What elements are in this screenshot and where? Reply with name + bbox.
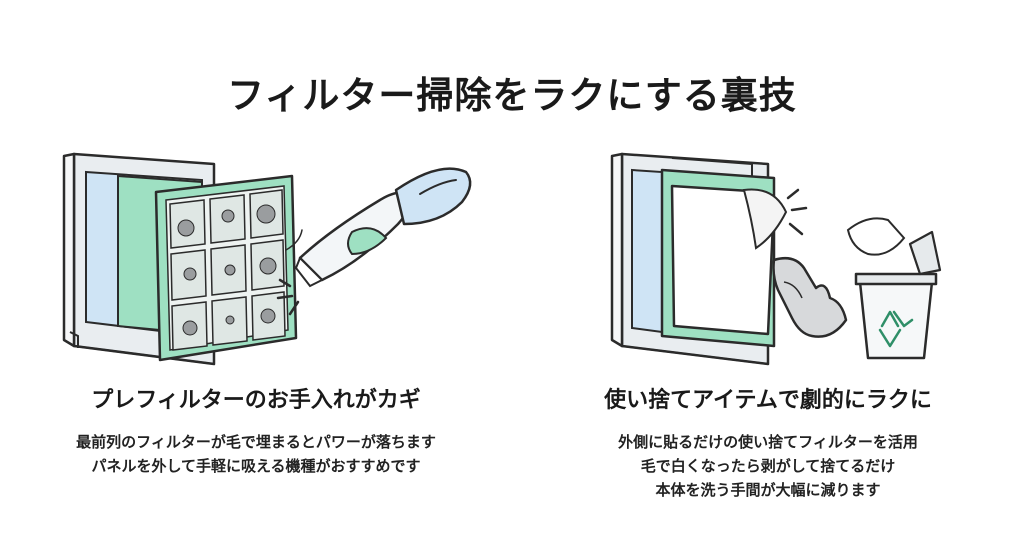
trash-can-icon [854, 230, 942, 360]
tip-panel-disposable: 使い捨てアイテムで劇的にラクに 外側に貼るだけの使い捨てフィルターを活用 毛で白… [512, 150, 1024, 540]
tip-body-line: 外側に貼るだけの使い捨てフィルターを活用 [618, 433, 918, 451]
tip-body-line: 毛で白くなったら剥がして捨てるだけ [640, 457, 896, 475]
recycle-icon [878, 310, 914, 348]
handheld-vacuum-icon [276, 167, 472, 316]
tip-body-line: パネルを外して手軽に吸える機種がおすすめです [91, 457, 421, 475]
tip-body-line: 最前列のフィルターが毛で埋まるとパワーが落ちます [76, 433, 436, 451]
tip-body: 外側に貼るだけの使い捨てフィルターを活用 毛で白くなったら剥がして捨てるだけ 本… [512, 430, 1024, 502]
prefilter-icon [154, 174, 298, 362]
tip-body: 最前列のフィルターが毛で埋まるとパワーが落ちます パネルを外して手軽に吸える機種… [0, 430, 512, 478]
page-title: フィルター掃除をラクにする裏技 [227, 74, 797, 117]
disposable-filter-illustration [610, 152, 942, 366]
tip-panel-prefilter: プレフィルターのお手入れがカギ 最前列のフィルターが毛で埋まるとパワーが落ちます… [0, 150, 512, 540]
hand-icon [772, 257, 848, 338]
tip-heading: プレフィルターのお手入れがカギ [91, 388, 421, 413]
prefilter-illustration [62, 152, 472, 366]
disposable-filter-sheet-icon [670, 184, 808, 336]
tip-body-line: 本体を洗う手間が大幅に減ります [655, 481, 881, 499]
tip-heading: 使い捨てアイテムで劇的にラクに [604, 388, 932, 413]
used-sheet-icon [846, 217, 906, 256]
